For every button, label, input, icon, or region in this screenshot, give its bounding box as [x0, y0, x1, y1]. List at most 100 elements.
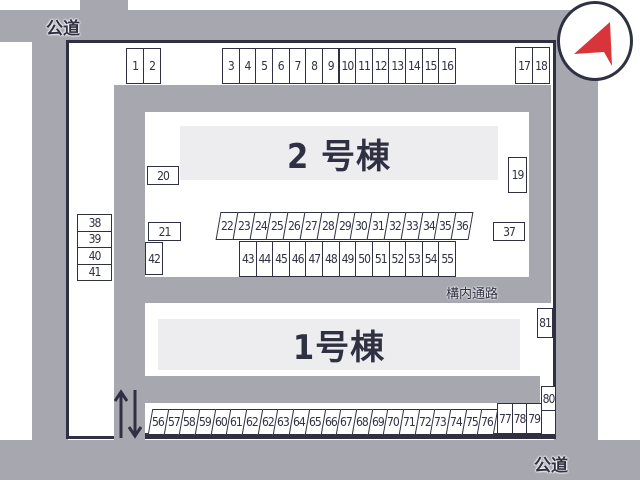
parking-space-label: 3 — [227, 59, 235, 73]
parking-space-18: 18 — [532, 47, 550, 84]
parking-space-48: 48 — [322, 241, 340, 277]
parking-space-label: 60 — [215, 415, 227, 429]
parking-space-label: 25 — [271, 219, 284, 233]
parking-space-50: 50 — [355, 241, 373, 277]
parking-space-label: 53 — [408, 252, 421, 266]
parking-space-label: 11 — [358, 59, 371, 73]
building-1-label: 1号棟 — [292, 328, 386, 368]
parking-space-label: 29 — [338, 219, 351, 233]
parking-space-label: 49 — [341, 252, 355, 266]
entrance-exit-arrows-icon — [113, 389, 143, 439]
parking-space-14: 14 — [405, 48, 423, 84]
parking-space-label: 33 — [405, 219, 418, 233]
parking-space-label: 74 — [450, 415, 463, 429]
parking-space-label: 24 — [254, 219, 267, 233]
parking-space-label: 61 — [230, 415, 243, 429]
parking-space-label: 75 — [466, 415, 478, 429]
parking-space-21: 21 — [148, 222, 181, 241]
parking-space-label: 34 — [422, 219, 435, 233]
parking-space-6: 6 — [271, 48, 290, 84]
parking-space-label: 6 — [277, 59, 285, 73]
parking-space-47: 47 — [305, 241, 324, 277]
parking-space-label: 32 — [389, 219, 401, 233]
parking-space-label: 50 — [358, 252, 371, 266]
internal-road-label: 構内通路 — [446, 287, 499, 302]
public-road-left — [32, 40, 68, 442]
parking-space-label: 40 — [88, 248, 102, 263]
parking-space-label: 1 — [132, 59, 139, 73]
parking-space-16: 16 — [438, 48, 456, 84]
parking-space-label: 12 — [374, 59, 388, 73]
parking-space-78: 78 — [511, 403, 528, 434]
parking-space-label: 36 — [456, 219, 468, 233]
parking-space-label: 27 — [305, 219, 317, 233]
building-1: 1号棟 — [158, 319, 520, 370]
parking-space-40: 40 — [77, 247, 112, 265]
parking-space-label: 5 — [261, 59, 268, 73]
parking-space-label: 21 — [158, 224, 172, 239]
parking-space-label: 71 — [403, 415, 416, 429]
parking-space-label: 66 — [324, 415, 337, 429]
parking-space-label: 2 — [149, 59, 156, 73]
parking-space-label: 80 — [542, 391, 555, 406]
parking-space-blank — [541, 410, 556, 435]
public-road-bottom — [0, 440, 640, 480]
parking-space-label: 58 — [183, 415, 196, 429]
parking-space-label: 67 — [340, 415, 353, 429]
parking-space-8: 8 — [305, 48, 323, 84]
parking-space-label: 54 — [424, 252, 438, 266]
parking-space-label: 31 — [372, 219, 384, 233]
parking-space-label: 22 — [221, 219, 233, 233]
parking-space-15: 15 — [421, 48, 440, 84]
parking-space-label: 26 — [288, 219, 300, 233]
parking-space-label: 51 — [374, 252, 388, 266]
parking-space-9: 9 — [321, 48, 340, 84]
parking-space-2: 2 — [143, 48, 161, 84]
parking-space-label: 13 — [391, 59, 404, 73]
parking-space-label: 18 — [535, 58, 548, 73]
parking-space-80: 80 — [541, 386, 556, 411]
parking-space-label: 14 — [408, 59, 421, 73]
parking-space-1: 1 — [126, 48, 144, 84]
parking-space-label: 77 — [498, 411, 512, 426]
parking-space-label: 56 — [152, 415, 165, 429]
parking-space-label: 69 — [372, 415, 384, 429]
parking-space-20: 20 — [147, 166, 179, 185]
parking-space-7: 7 — [288, 48, 307, 84]
public-road-top — [0, 10, 598, 42]
parking-space-43: 43 — [239, 241, 257, 277]
parking-space-label: 43 — [241, 252, 255, 266]
parking-space-label: 62 — [262, 415, 274, 429]
parking-space-label: 63 — [277, 415, 290, 429]
parking-space-52: 52 — [388, 241, 407, 277]
parking-space-41: 41 — [77, 263, 112, 281]
parking-space-label: 37 — [503, 224, 516, 239]
parking-space-label: 45 — [275, 252, 288, 266]
parking-space-10: 10 — [338, 48, 357, 84]
parking-space-42: 42 — [145, 242, 163, 275]
bottom-curb — [145, 433, 553, 437]
parking-space-label: 35 — [439, 219, 452, 233]
parking-space-44: 44 — [255, 241, 274, 277]
parking-space-label: 59 — [199, 415, 212, 429]
parking-space-label: 39 — [88, 232, 102, 247]
parking-space-49: 49 — [338, 241, 357, 277]
parking-space-77: 77 — [497, 403, 513, 434]
parking-space-label: 46 — [291, 252, 305, 266]
parking-space-label: 16 — [441, 59, 454, 73]
parking-space-17: 17 — [515, 47, 533, 84]
parking-space-79: 79 — [526, 403, 542, 434]
parking-space-3: 3 — [222, 48, 240, 84]
parking-space-label: 38 — [88, 215, 102, 230]
parking-space-label: 81 — [539, 316, 552, 330]
parking-space-label: 65 — [309, 415, 322, 429]
parking-space-label: 9 — [327, 59, 335, 73]
parking-space-label: 68 — [356, 415, 369, 429]
building-2: 2 号棟 — [180, 126, 498, 180]
public-road-bottom-label: 公道 — [534, 456, 568, 476]
parking-space-label: 15 — [424, 59, 438, 73]
parking-space-19: 19 — [508, 157, 527, 193]
parking-space-label: 17 — [518, 58, 531, 73]
building-2-label: 2 号棟 — [287, 136, 391, 177]
parking-space-label: 70 — [387, 415, 400, 429]
